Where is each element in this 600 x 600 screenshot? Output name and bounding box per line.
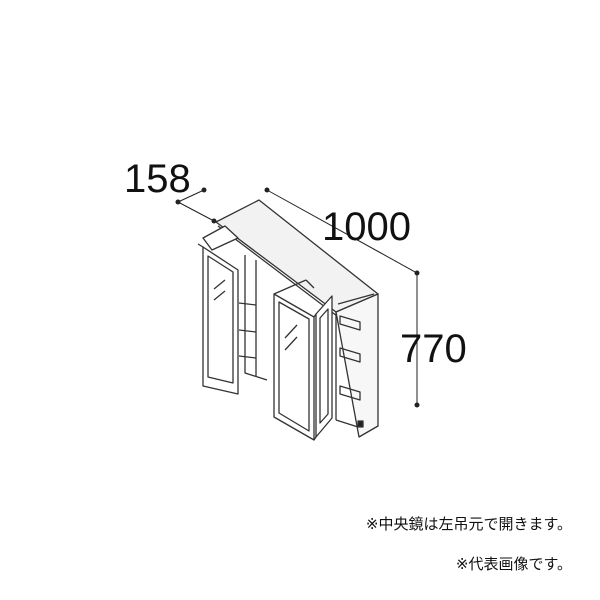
- depth-dimension-line: [177, 201, 215, 222]
- note-representative-image: ※代表画像です。: [455, 555, 572, 573]
- center-mirror-door: [273, 293, 315, 441]
- left-mirror-door: [202, 246, 239, 395]
- height-label: 770: [400, 327, 467, 371]
- depth-label: 158: [124, 157, 191, 201]
- right-mirror-door: [315, 295, 333, 438]
- right-shelf-1: [339, 315, 361, 331]
- note-center-mirror-hinge: ※中央鏡は左吊元で開きます。: [365, 515, 572, 533]
- cabinet-right-side: [335, 293, 379, 438]
- width-dimension-line: [266, 189, 418, 274]
- right-shelf-3: [339, 385, 361, 401]
- cabinet: [197, 199, 379, 441]
- width-label: 1000: [322, 205, 411, 249]
- dimension-lines: [175, 187, 420, 408]
- right-shelf-2: [339, 347, 361, 363]
- indicator-icon: [357, 420, 364, 428]
